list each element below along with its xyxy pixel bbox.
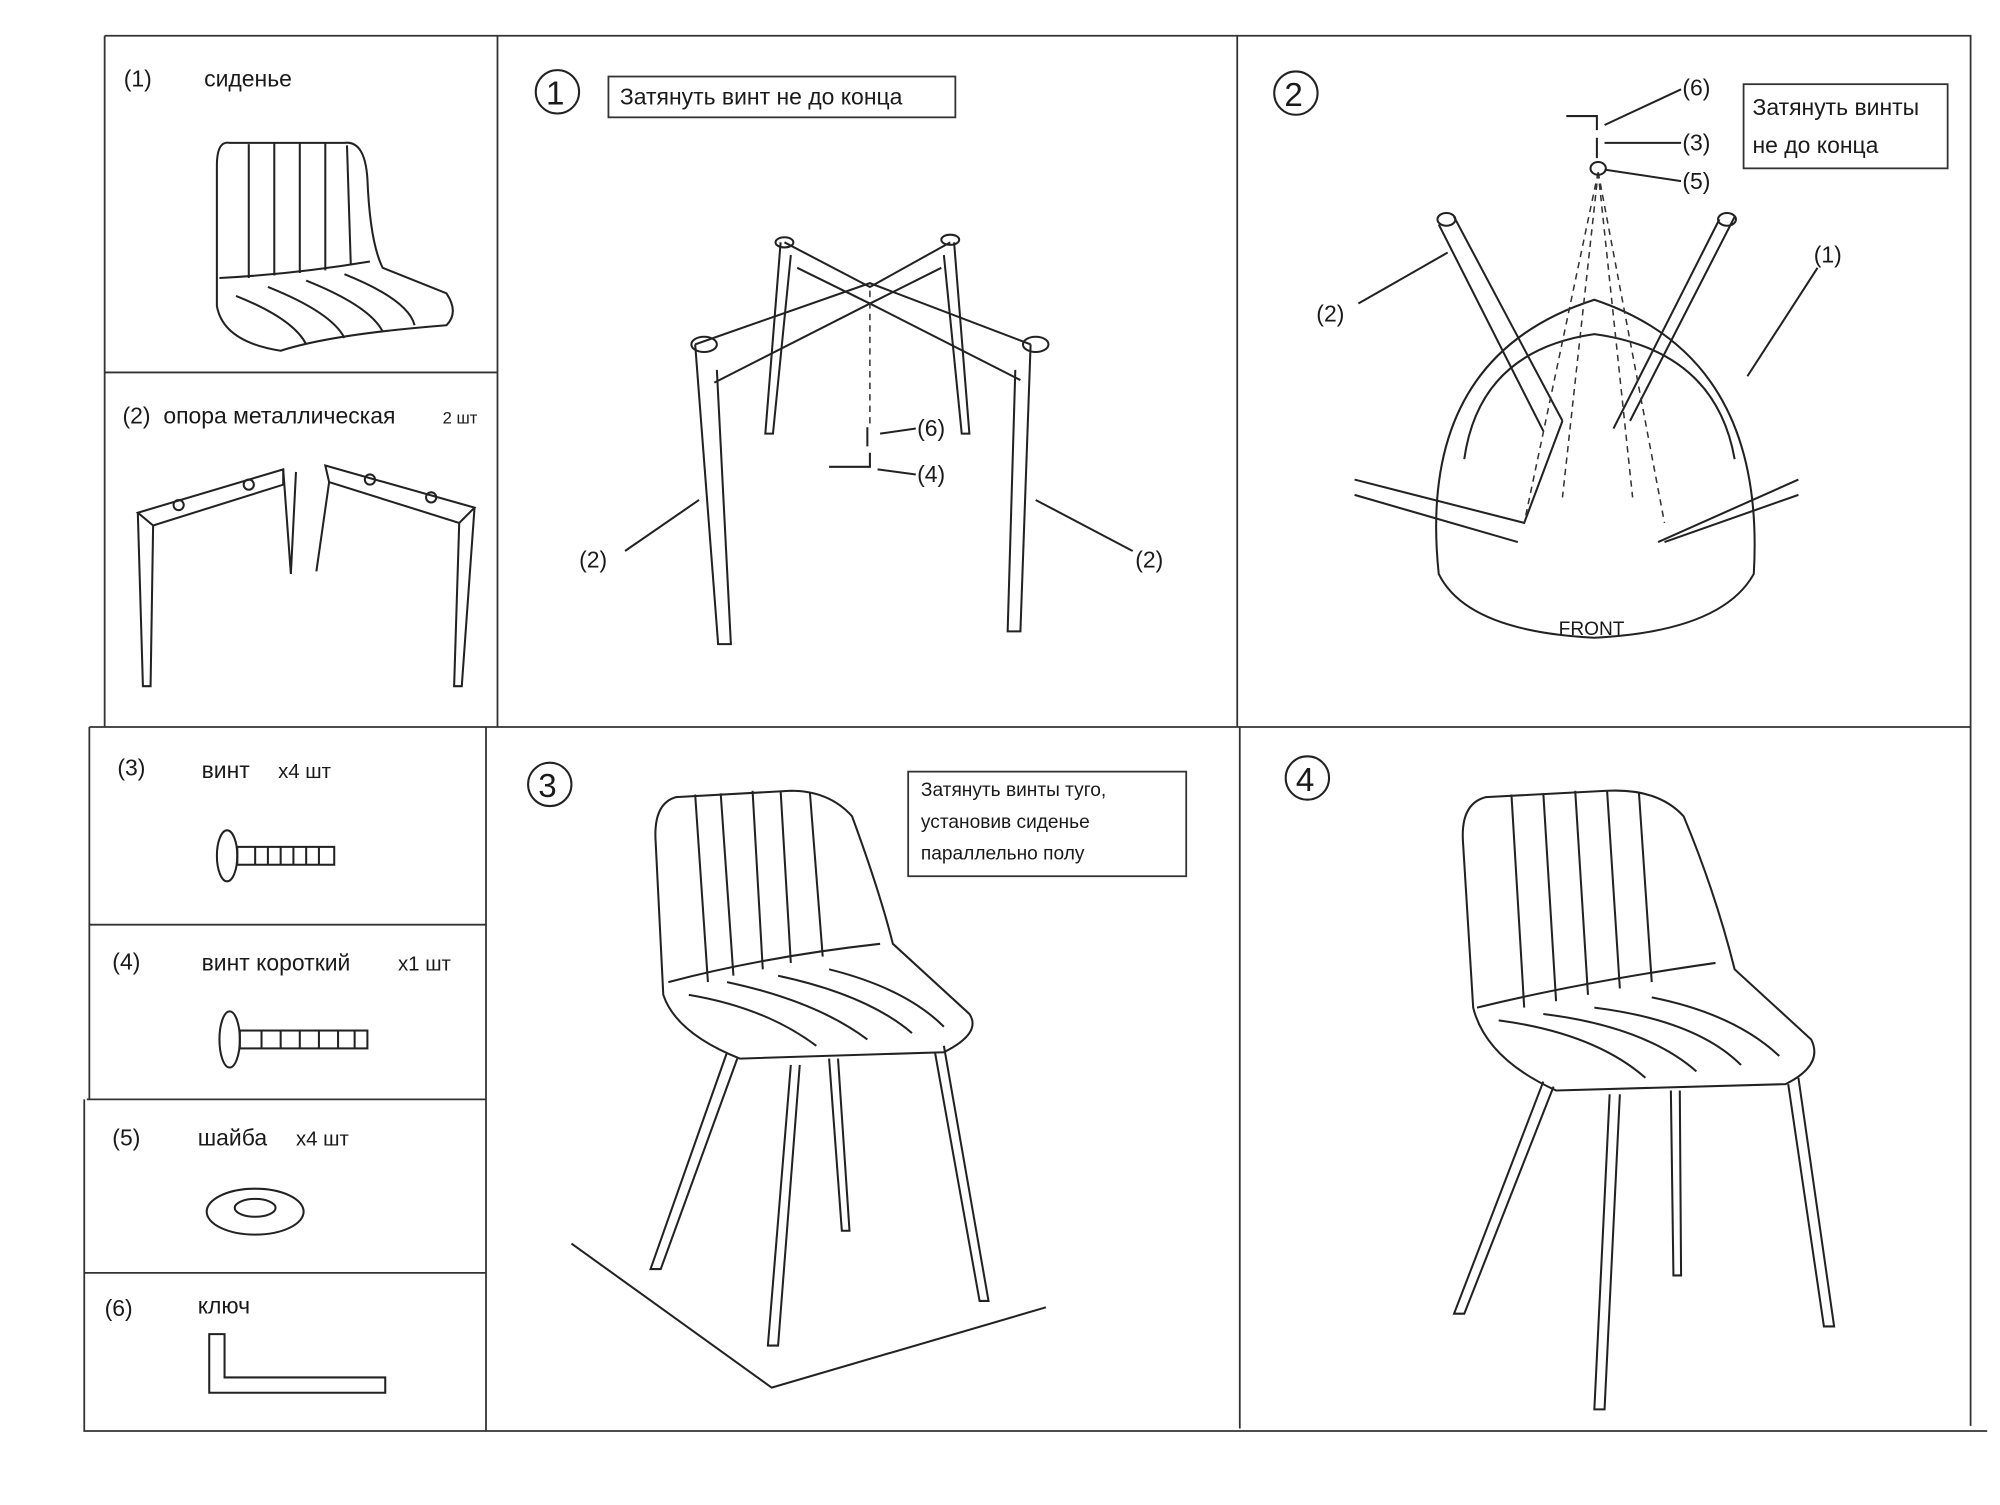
- callout-label: (3): [1682, 130, 1710, 156]
- callout-label: (5): [1682, 168, 1710, 194]
- seat-underside-illustration: [1354, 115, 1799, 639]
- part-number: (2): [123, 402, 151, 428]
- part-number: (4): [112, 948, 140, 974]
- leg-frame-illustration: [690, 233, 1050, 646]
- callout-label: (2): [1316, 300, 1344, 326]
- part-washer-cell: (5) шайба x4 шт: [112, 1124, 349, 1236]
- callout-label: (6): [1682, 75, 1710, 101]
- seat-illustration: [215, 141, 454, 352]
- step-note: параллельно полу: [921, 844, 1085, 865]
- part-legs-cell: (2) опора металлическая 2 шт: [123, 402, 478, 688]
- part-key-cell: (6) ключ: [105, 1293, 387, 1394]
- part-number: (5): [112, 1124, 140, 1150]
- front-label: FRONT: [1559, 619, 1625, 640]
- step-3-panel: 3 Затянуть винты туго, установив сиденье…: [527, 761, 1188, 1389]
- part-number: (6): [105, 1295, 133, 1321]
- part-qty: 2 шт: [443, 408, 478, 427]
- callout-label: (4): [917, 461, 945, 487]
- part-name: ключ: [198, 1293, 250, 1319]
- step-number: 1: [546, 76, 564, 113]
- part-name: винт: [202, 757, 251, 783]
- step-2-panel: 2 Затянуть винты не до конца (6) (3) (5)…: [1273, 70, 1949, 640]
- part-name: винт короткий: [202, 950, 351, 976]
- step-1-panel: 1 Затянуть винт не до конца (6) (4) (2) …: [534, 69, 1163, 646]
- part-number: (3): [117, 754, 145, 780]
- assembled-chair-on-floor-illustration: [570, 789, 1047, 1389]
- legs-illustration: [135, 464, 477, 688]
- finished-chair-illustration: [1452, 789, 1836, 1411]
- step-note: Затянуть винты туго,: [921, 780, 1106, 801]
- step-note: Затянуть винты: [1753, 94, 1920, 120]
- part-qty: x1 шт: [398, 954, 451, 976]
- part-number: (1): [124, 66, 152, 92]
- callout-label: (2): [579, 547, 607, 573]
- part-short-screw-cell: (4) винт короткий x1 шт: [112, 948, 451, 1069]
- grid-frame: [83, 34, 1988, 1432]
- washer-icon: [205, 1187, 305, 1236]
- part-name: шайба: [198, 1124, 268, 1150]
- part-name: сиденье: [204, 66, 292, 92]
- part-screw-cell: (3) винт x4 шт: [117, 754, 336, 883]
- part-seat-cell: (1) сиденье: [124, 66, 454, 352]
- part-qty: x4 шт: [278, 761, 331, 783]
- step-note: установив сиденье: [921, 812, 1090, 833]
- callout-label: (1): [1814, 242, 1842, 268]
- callout-label: (6): [917, 415, 945, 441]
- short-screw-icon: [218, 1010, 369, 1069]
- hex-key-icon: [208, 1333, 387, 1394]
- step-number: 3: [538, 768, 556, 805]
- screw-icon: [215, 829, 336, 883]
- step-4-panel: 4: [1284, 755, 1836, 1411]
- step-number: 4: [1296, 762, 1314, 799]
- part-name: опора металлическая: [163, 402, 395, 428]
- step-note: Затянуть винт не до конца: [620, 84, 903, 110]
- part-qty: x4 шт: [296, 1128, 349, 1150]
- step-number: 2: [1284, 77, 1302, 114]
- callout-label: (2): [1135, 547, 1163, 573]
- step-note: не до конца: [1753, 132, 1879, 158]
